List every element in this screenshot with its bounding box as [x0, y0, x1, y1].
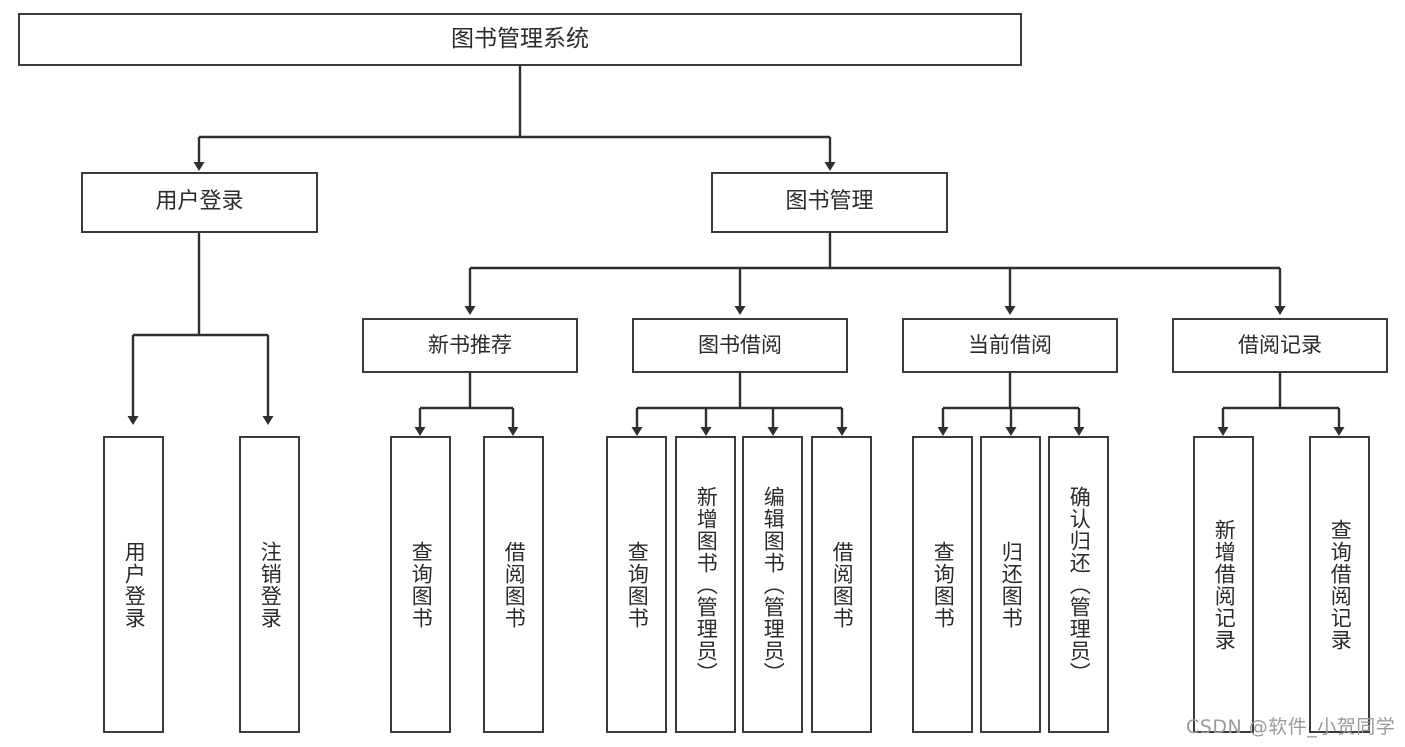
leaf-query-borrow-record[interactable]: 查询借阅记录	[1309, 436, 1370, 733]
leaf-label: 新增借阅记录	[1212, 518, 1237, 651]
leaf-return-books[interactable]: 归还图书	[980, 436, 1041, 733]
leaf-label: 编辑图书（管理员）	[761, 485, 786, 684]
node-current-borrow[interactable]: 当前借阅	[902, 318, 1118, 373]
leaf-label: 确认归还（管理员）	[1067, 485, 1092, 684]
leaf-borrow-books-recommend[interactable]: 借阅图书	[483, 436, 544, 733]
leaf-edit-book-admin[interactable]: 编辑图书（管理员）	[742, 436, 803, 733]
leaf-user-login[interactable]: 用户登录	[103, 436, 164, 733]
leaf-query-books-recommend[interactable]: 查询图书	[390, 436, 451, 733]
node-label: 图书管理	[785, 189, 874, 215]
node-label: 图书管理系统	[451, 25, 589, 52]
node-label: 借阅记录	[1238, 332, 1322, 357]
node-book-management[interactable]: 图书管理	[711, 172, 948, 233]
leaf-query-books-current[interactable]: 查询图书	[912, 436, 973, 733]
leaf-label: 借阅图书	[502, 540, 527, 629]
leaf-add-book-admin[interactable]: 新增图书（管理员）	[675, 436, 736, 733]
leaf-label: 归还图书	[999, 540, 1024, 629]
leaf-label: 查询图书	[931, 540, 956, 629]
watermark: CSDN @软件_小贺同学	[1186, 716, 1396, 738]
leaf-query-books-borrow[interactable]: 查询图书	[606, 436, 667, 733]
leaf-label: 新增图书（管理员）	[694, 485, 719, 684]
leaf-add-borrow-record[interactable]: 新增借阅记录	[1193, 436, 1254, 733]
leaf-logout-login[interactable]: 注销登录	[239, 436, 300, 733]
leaf-label: 用户登录	[122, 540, 147, 629]
leaf-label: 查询借阅记录	[1328, 518, 1353, 651]
leaf-label: 注销登录	[258, 540, 283, 629]
node-borrow-record[interactable]: 借阅记录	[1172, 318, 1388, 373]
node-book-management-system[interactable]: 图书管理系统	[18, 13, 1022, 66]
node-label: 用户登录	[155, 189, 244, 215]
leaf-confirm-return-admin[interactable]: 确认归还（管理员）	[1048, 436, 1109, 733]
node-label: 新书推荐	[428, 332, 512, 357]
node-book-borrow[interactable]: 图书借阅	[632, 318, 848, 373]
node-label: 当前借阅	[968, 332, 1052, 357]
leaf-label: 查询图书	[625, 540, 650, 629]
node-user-login[interactable]: 用户登录	[81, 172, 318, 233]
node-new-book-recommend[interactable]: 新书推荐	[362, 318, 578, 373]
leaf-label: 查询图书	[409, 540, 434, 629]
leaf-borrow-books[interactable]: 借阅图书	[811, 436, 872, 733]
node-label: 图书借阅	[698, 332, 782, 357]
leaf-label: 借阅图书	[830, 540, 855, 629]
